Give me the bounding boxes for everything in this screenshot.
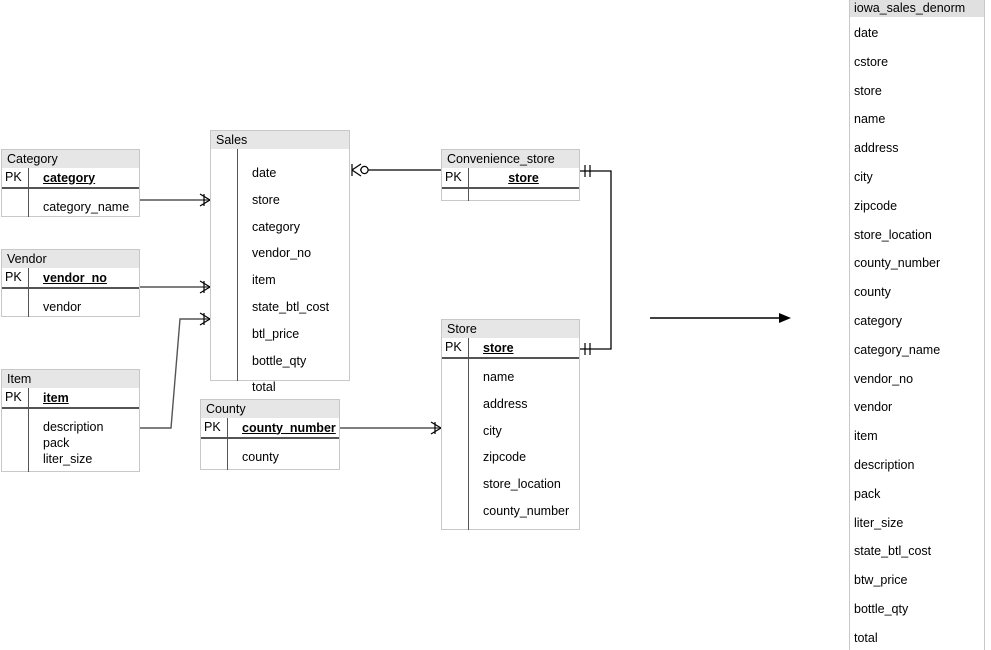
attribute-row: address (483, 396, 528, 411)
panel-field-item[interactable]: store (854, 83, 882, 98)
cardinality-one-convenience-store (584, 165, 591, 177)
attribute-row: category_name (43, 200, 130, 214)
transform-arrow (650, 313, 791, 323)
denormalized-table-panel[interactable]: iowa_sales_denorm date cstore store name add… (849, 0, 985, 650)
panel-field-item[interactable]: description (854, 458, 915, 472)
primary-key-row: PK county_number (201, 418, 339, 439)
connector-convenience-store-store (580, 170, 612, 350)
attribute-row: pack (43, 436, 70, 450)
pk-tag: PK (5, 270, 22, 284)
crowsfoot-many-item (199, 312, 211, 326)
pk-column-divider (468, 168, 469, 201)
attribute-row: liter_size (43, 452, 93, 466)
attribute-row: btl_price (252, 326, 300, 341)
cardinality-one-store (584, 343, 591, 355)
primary-key-row: PK category (2, 168, 139, 189)
pk-column-divider (28, 268, 29, 317)
attribute-row: state_btl_cost (252, 300, 330, 314)
entity-title: Vendor (2, 250, 139, 268)
panel-field-item[interactable]: total (854, 630, 878, 645)
attribute-row: county_number (483, 504, 570, 518)
attribute-row: bottle_qty (252, 353, 307, 368)
panel-field-item[interactable]: county_number (854, 256, 941, 271)
pk-column-divider (28, 388, 29, 472)
panel-field-item[interactable]: name (854, 112, 886, 127)
entity-title: County (201, 400, 339, 418)
pk-tag: PK (5, 170, 22, 184)
attribute-row: store (252, 192, 280, 207)
pk-field-name: county_number (242, 420, 336, 435)
pk-field-name: vendor_no (43, 270, 107, 285)
primary-key-row: PK vendor_no (2, 268, 139, 289)
panel-field-item[interactable]: state_btl_cost (854, 544, 932, 559)
attribute-row: item (252, 273, 276, 288)
panel-field-item[interactable]: bottle_qty (854, 602, 909, 616)
attribute-row: description (43, 420, 104, 434)
attribute-row: city (483, 423, 502, 438)
pk-column-divider (237, 149, 238, 381)
pk-column-divider (227, 418, 228, 470)
attribute-row: county (242, 450, 279, 464)
pk-tag: PK (204, 420, 221, 434)
panel-field-item[interactable]: zipcode (854, 198, 898, 213)
crowsfoot-many-category (199, 193, 211, 207)
panel-field-item[interactable]: store_location (854, 227, 932, 242)
entity-title: Sales (211, 131, 349, 149)
panel-field-item[interactable]: date (854, 26, 879, 40)
crowsfoot-many-store (430, 421, 442, 435)
panel-field-item[interactable]: category (854, 314, 902, 328)
entity-title: Convenience_store (442, 150, 579, 168)
panel-field-item[interactable]: vendor_no (854, 371, 914, 386)
panel-field-item[interactable]: county (854, 285, 891, 300)
panel-field-item[interactable]: cstore (854, 54, 889, 69)
pk-tag: PK (445, 340, 462, 354)
primary-key-row: PK store (442, 168, 579, 189)
pk-field-name: store (508, 170, 539, 185)
attribute-row: total (252, 380, 276, 395)
pk-tag: PK (5, 390, 22, 404)
panel-field-list: date cstore store name address city zipcode sto… (850, 17, 984, 650)
pk-field-name: store (483, 340, 514, 355)
primary-key-row: PK store (442, 338, 579, 359)
attribute-row: date (252, 166, 277, 180)
panel-title: iowa_sales_denorm (850, 0, 984, 17)
entity-title: Category (2, 150, 139, 168)
entity-title: Store (442, 320, 579, 338)
attribute-row: store_location (483, 477, 561, 492)
panel-field-item[interactable]: btw_price (854, 573, 908, 588)
attribute-row: zipcode (483, 450, 527, 465)
entity-title: Item (2, 370, 139, 388)
pk-field-name: item (43, 390, 69, 405)
pk-column-divider (468, 338, 469, 530)
panel-field-item[interactable]: liter_size (854, 515, 904, 530)
panel-field-item[interactable]: vendor (854, 400, 893, 415)
panel-field-item[interactable]: category_name (854, 342, 941, 357)
pk-column-divider (28, 168, 29, 217)
pk-field-name: category (43, 170, 96, 185)
panel-field-item[interactable]: city (854, 170, 873, 184)
pk-tag: PK (445, 170, 462, 184)
attribute-row: vendor_no (252, 246, 312, 261)
crowsfoot-zero-or-many-sales (351, 163, 369, 177)
crowsfoot-many-vendor (199, 280, 211, 294)
panel-field-item[interactable]: item (854, 429, 878, 444)
panel-field-item[interactable]: pack (854, 486, 881, 501)
attribute-row: name (483, 370, 515, 384)
primary-key-row: PK item (2, 388, 139, 409)
attribute-row: category (252, 219, 300, 234)
panel-field-item[interactable]: address (854, 141, 899, 156)
attribute-row: vendor (43, 300, 82, 314)
